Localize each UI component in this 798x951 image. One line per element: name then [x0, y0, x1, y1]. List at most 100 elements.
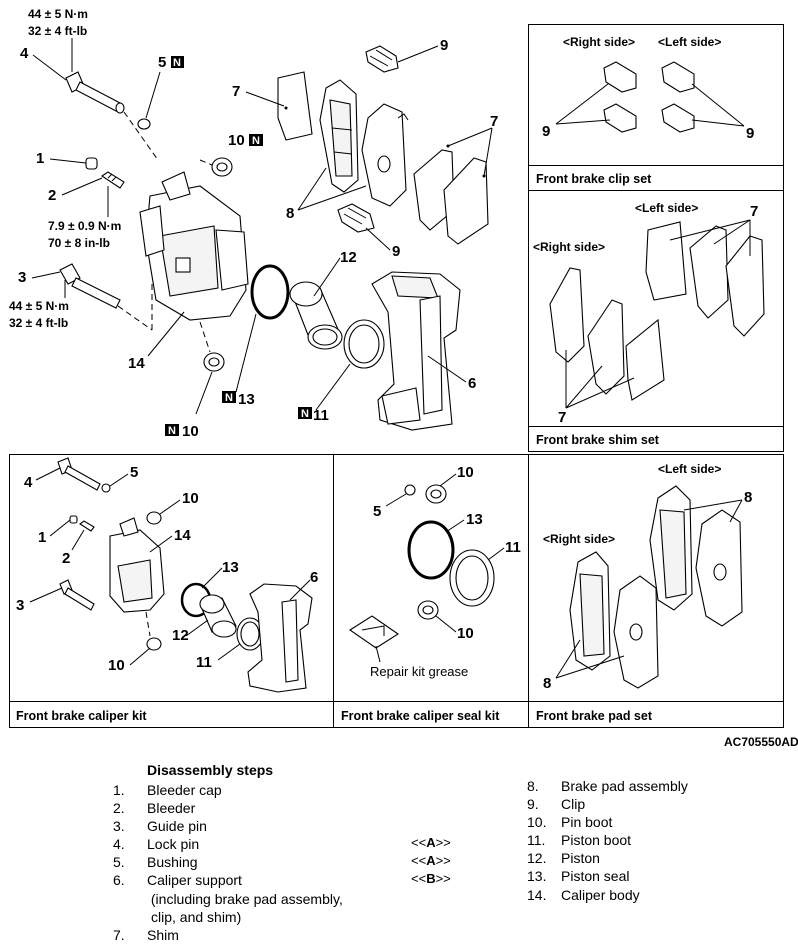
kit-callout-14: 14 — [174, 527, 191, 544]
panel-title-pad-set: Front brake pad set — [536, 709, 653, 723]
step-row: 13. Piston seal — [527, 867, 688, 885]
caliper-support — [371, 271, 461, 431]
clip-right-side-label: <Right side> — [563, 35, 635, 49]
panel-title-clip-set: Front brake clip set — [536, 172, 652, 186]
pad-callout-8-bottom: 8 — [543, 675, 551, 692]
torque-lock-pin-nm: 44 ± 5 N·m — [28, 7, 88, 21]
step-row: 1.Bleeder cap — [113, 781, 343, 799]
step-text: Bleeder — [147, 800, 196, 817]
clip-callout-9-left: 9 — [542, 123, 550, 140]
step-text: Piston boot — [561, 832, 632, 849]
kit-callout-5: 5 — [130, 464, 138, 481]
seal-callout-13: 13 — [466, 511, 483, 528]
repair-kit-grease-label: Repair kit grease — [370, 664, 468, 679]
pin-boot-lower — [203, 352, 225, 372]
shim-callout-7-top: 7 — [750, 203, 758, 220]
guide-pin — [59, 263, 121, 309]
step-row: 11.Piston boot — [527, 831, 688, 849]
pad-callout-8-top: 8 — [744, 489, 752, 506]
shim-outer — [277, 71, 313, 141]
n-mark-10-bottom: N — [165, 424, 179, 437]
step-text: Shim — [147, 926, 179, 943]
pad-set-illustration: <Left side> <Right side> 8 8 — [543, 462, 752, 692]
step-text: Bushing — [147, 854, 198, 871]
callout-8: 8 — [286, 205, 294, 222]
panel-title-caliper-kit: Front brake caliper kit — [16, 709, 147, 723]
step-text: Piston seal — [561, 868, 630, 885]
kit-callout-12: 12 — [172, 627, 189, 644]
brake-pad-outer — [319, 79, 359, 193]
step-number — [113, 890, 147, 908]
n-mark-11: N — [298, 407, 312, 420]
clip-lower — [337, 203, 375, 233]
panel-frames — [9, 24, 784, 728]
seal-callout-11: 11 — [505, 539, 521, 556]
step-text: Lock pin — [147, 836, 200, 853]
shim-set-illustration: <Left side> <Right side> 7 7 — [533, 201, 765, 426]
step-number: 9. — [527, 796, 539, 813]
step-number: 5. — [113, 854, 125, 871]
callout-1: 1 — [36, 150, 44, 167]
torque-lock-pin-ftlb: 32 ± 4 ft-lb — [28, 24, 87, 38]
note-row: <<A>> — [411, 835, 451, 850]
callout-14: 14 — [128, 355, 145, 372]
step-text: Guide pin — [147, 818, 207, 835]
note-row: <<B>> — [411, 871, 451, 887]
lock-pin — [65, 71, 125, 114]
step-row: 3.Guide pin — [113, 817, 343, 835]
callout-3: 3 — [18, 269, 26, 286]
step-text: Pin boot — [561, 814, 613, 831]
callout-10-top: 10 — [228, 132, 245, 149]
step-row: 12.Piston — [527, 849, 688, 867]
callout-5: 5 — [158, 54, 166, 71]
panel-title-shim-set: Front brake shim set — [536, 433, 660, 447]
pin-boot-upper — [211, 157, 233, 177]
n-mark-13: N — [222, 391, 236, 404]
step-row: 7. Shim — [113, 926, 343, 944]
clip-upper — [365, 45, 399, 73]
clip-left-side-label: <Left side> — [658, 35, 721, 49]
step-number: 14. — [527, 886, 547, 903]
piston-seal — [250, 264, 290, 320]
svg-text:N: N — [252, 135, 260, 147]
step-number: 7. — [113, 926, 125, 943]
step-number — [113, 908, 147, 926]
step-text: Caliper support — [147, 872, 242, 889]
seal-kit-illustration: 5 10 13 11 10 Repair kit grease — [349, 464, 521, 679]
step-text: Bleeder cap — [147, 782, 222, 798]
pad-right-side-label: <Right side> — [543, 532, 615, 546]
kit-callout-11: 11 — [196, 654, 212, 671]
svg-text:N: N — [173, 57, 181, 69]
step-row: 5. Bushing — [113, 853, 343, 871]
torque-guide-pin-ftlb: 32 ± 4 ft-lb — [9, 316, 68, 330]
shim-right-side-label: <Right side> — [533, 240, 605, 254]
kit-callout-4: 4 — [24, 474, 33, 491]
step-number: 12. — [527, 850, 547, 867]
disassembly-heading: Disassembly steps — [147, 762, 274, 778]
shim-left-side-label: <Left side> — [635, 201, 698, 215]
step-row: 4.Lock pin — [113, 835, 343, 853]
brake-pad-inner — [361, 103, 409, 207]
shim-inner-pair — [413, 144, 489, 245]
step-text: Brake pad assembly — [561, 778, 688, 794]
pad-left-side-label: <Left side> — [658, 462, 721, 476]
seal-callout-5: 5 — [373, 503, 381, 520]
torque-guide-pin-nm: 44 ± 5 N·m — [9, 299, 69, 313]
main-exploded-view: 44 ± 5 N·m 32 ± 4 ft-lb 7.9 ± 0.9 N·m 70… — [9, 7, 498, 440]
seal-callout-10-top: 10 — [457, 464, 474, 481]
callout-4: 4 — [20, 45, 29, 62]
bleeder-cap — [85, 157, 98, 170]
step-text: (including brake pad assembly, — [147, 890, 343, 907]
step-row: clip, and shim) — [113, 908, 343, 926]
callout-7-left: 7 — [232, 83, 240, 100]
step-row: 14. Caliper body — [527, 886, 688, 904]
step-row: 8.Brake pad assembly — [527, 777, 688, 795]
step-text: Caliper body — [561, 886, 640, 903]
caliper-kit-illustration: 4 5 1 2 3 10 14 10 13 12 11 — [16, 457, 318, 693]
svg-text:N: N — [225, 392, 233, 404]
kit-callout-10-top: 10 — [182, 490, 199, 507]
callout-9-top: 9 — [440, 37, 448, 54]
step-number: 13. — [527, 868, 547, 885]
bushing — [137, 118, 151, 130]
caliper-body — [139, 171, 249, 321]
